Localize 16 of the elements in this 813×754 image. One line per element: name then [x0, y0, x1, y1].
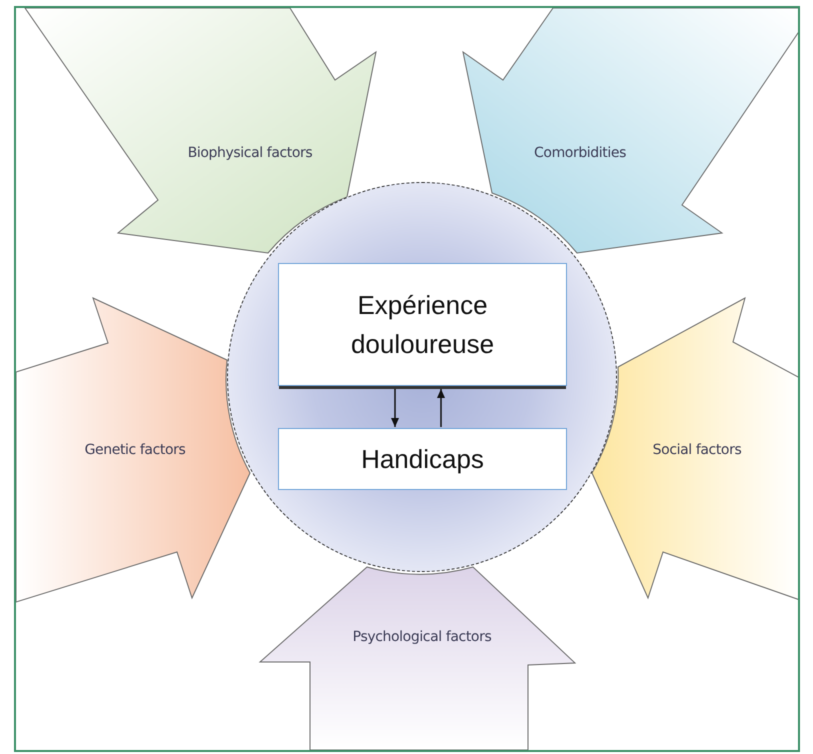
text-box: [278, 263, 567, 386]
factor-label: Biophysical factors: [188, 145, 312, 161]
arrow: [391, 389, 399, 427]
factor-label: Social factors: [652, 442, 742, 458]
arrow: [437, 389, 445, 427]
box-label: Handicaps: [361, 442, 484, 476]
pointer-shape: [25, 8, 376, 253]
pointer-shape: [16, 298, 250, 602]
factor-label: Comorbidities: [534, 145, 626, 161]
pointer-shape: [592, 298, 798, 600]
pointer-shape: [260, 567, 575, 750]
pointer-shape: [463, 8, 798, 253]
box-label: Expérience douloureuse: [350, 288, 496, 360]
text-box: [278, 428, 567, 490]
factor-label: Psychological factors: [352, 629, 492, 645]
factor-label: Genetic factors: [84, 442, 186, 458]
